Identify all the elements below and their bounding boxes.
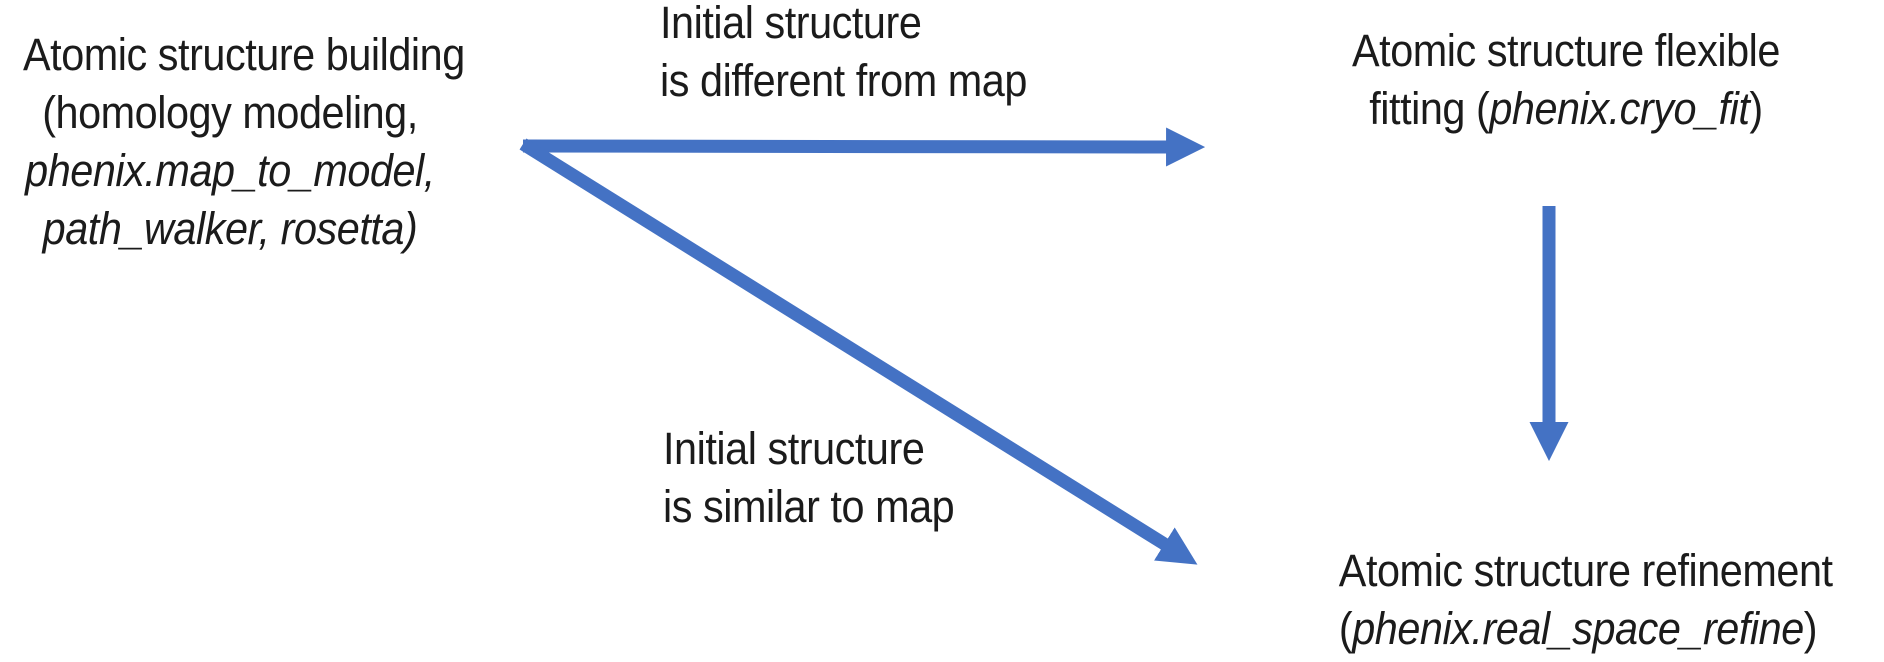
node-atomic-structure-building: Atomic structure building (homology mode… — [23, 26, 465, 258]
node-refinement-line2-tool: phenix.real_space_refine — [1352, 603, 1804, 654]
edge-label-similar-line2: is similar to map — [663, 481, 955, 532]
node-refinement-line2-suffix: ) — [1803, 603, 1818, 654]
node-flexible-line2-prefix: fitting ( — [1369, 83, 1490, 134]
edge-label-similar-line1: Initial structure — [663, 423, 925, 474]
edge-label-structure-different: Initial structure is different from map — [660, 0, 1027, 110]
node-building-line3: phenix.map_to_model, — [25, 145, 435, 196]
node-building-line1: Atomic structure building — [23, 29, 465, 80]
node-refinement-line2-prefix: ( — [1338, 603, 1353, 654]
node-flexible-line2: fitting (phenix.cryo_fit) — [1336, 80, 1796, 138]
node-flexible-fitting: Atomic structure flexible fitting (pheni… — [1336, 22, 1796, 138]
node-flexible-line2-tool: phenix.cryo_fit — [1489, 83, 1750, 134]
arrow-building-to-fitting — [522, 127, 1206, 167]
node-flexible-line1: Atomic structure flexible — [1352, 25, 1780, 76]
node-building-line4: path_walker, rosetta) — [42, 203, 418, 254]
edge-label-different-line2: is different from map — [660, 55, 1027, 106]
node-flexible-line2-suffix: ) — [1749, 83, 1763, 134]
node-refinement: Atomic structure refinement (phenix.real… — [1338, 542, 1833, 658]
arrow-building-to-refinement — [519, 138, 1198, 565]
edge-label-structure-similar: Initial structure is similar to map — [663, 420, 955, 536]
node-refinement-line1: Atomic structure refinement — [1338, 545, 1833, 596]
edge-label-different-line1: Initial structure — [660, 0, 922, 48]
node-refinement-line2: (phenix.real_space_refine) — [1338, 600, 1818, 658]
node-building-line2: (homology modeling, — [42, 87, 418, 138]
